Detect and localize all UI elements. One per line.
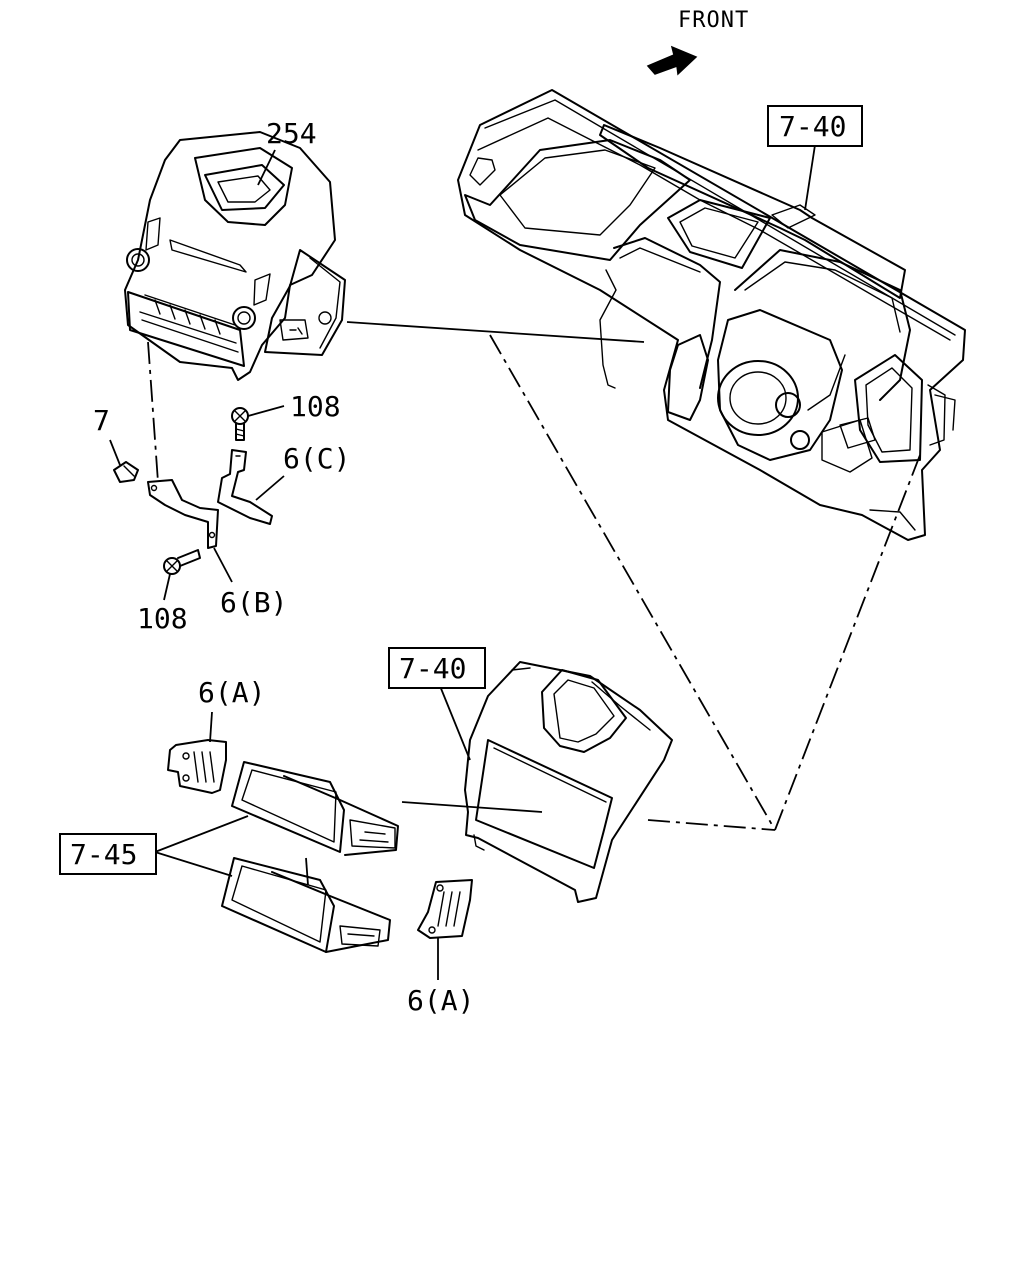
ref-box-7-40-top — [767, 105, 863, 147]
callout-108-bottom: 108 — [137, 602, 188, 635]
leader-lines — [109, 144, 816, 980]
callout-7: 7 — [93, 404, 110, 437]
callout-108-top: 108 — [290, 390, 341, 423]
ref-box-7-40-cluster — [388, 647, 486, 689]
callout-254: 254 — [266, 117, 317, 150]
screw-108-top — [231, 407, 249, 441]
screw-108-bottom — [163, 549, 201, 575]
callout-6a-top: 6(A) — [198, 676, 265, 709]
front-indicator: FRONT — [646, 8, 749, 76]
front-label: FRONT — [678, 8, 749, 33]
bracket-6a-bottom — [417, 879, 473, 939]
bracket-6c — [217, 449, 273, 525]
pocket-lower — [221, 857, 391, 953]
instrument-panel-assembly — [457, 89, 966, 541]
radio-unit — [124, 131, 346, 381]
callout-7-40-cluster: 7-40 — [399, 652, 466, 685]
bracket-6a-top — [167, 739, 227, 794]
callout-6a-bottom: 6(A) — [407, 984, 474, 1017]
pocket-upper — [231, 761, 399, 856]
front-arrow-icon — [646, 45, 698, 76]
callout-6b: 6(B) — [220, 586, 287, 619]
phantom-lines — [147, 334, 921, 831]
bracket-6b — [147, 479, 219, 549]
bolt-7 — [113, 461, 139, 483]
callout-7-40-top: 7-40 — [779, 110, 846, 143]
callout-6c: 6(C) — [283, 442, 350, 475]
center-cluster-panel — [464, 661, 673, 903]
ref-box-7-45 — [59, 833, 157, 875]
callout-7-45: 7-45 — [70, 838, 137, 871]
